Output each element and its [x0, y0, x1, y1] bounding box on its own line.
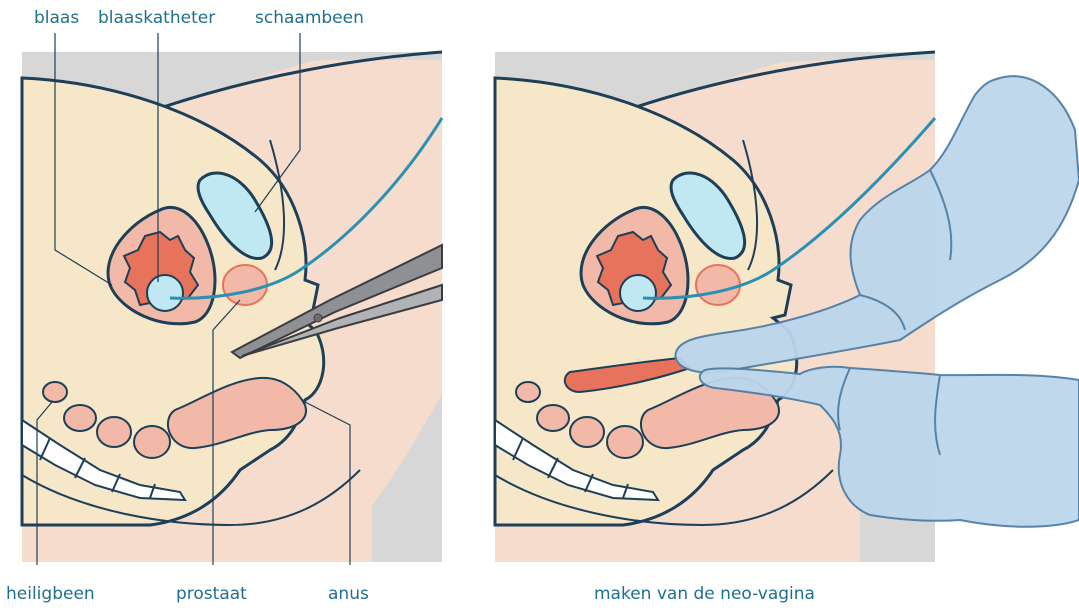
right-vertebra-4 — [607, 426, 643, 458]
right-vertebra-3 — [570, 417, 604, 447]
label-schaambeen: schaambeen — [255, 8, 364, 28]
label-prostaat: prostaat — [176, 584, 247, 604]
left-vertebra-2 — [64, 405, 96, 431]
caption-neo-vagina: maken van de neo-vagina — [594, 584, 815, 604]
label-heiligbeen: heiligbeen — [6, 584, 95, 604]
label-blaaskatheter: blaaskatheter — [98, 8, 215, 28]
left-panel — [22, 33, 442, 565]
left-catheter-balloon — [147, 275, 183, 311]
label-anus: anus — [328, 584, 369, 604]
right-vertebra-2 — [537, 405, 569, 431]
left-vertebra-1 — [43, 382, 67, 402]
right-vertebra-1 — [516, 382, 540, 402]
label-blaas: blaas — [34, 8, 79, 28]
right-catheter-balloon — [620, 275, 656, 311]
right-panel — [495, 52, 1079, 562]
left-prostate — [223, 265, 267, 305]
right-prostate — [696, 265, 740, 305]
left-vertebra-4 — [134, 426, 170, 458]
left-vertebra-3 — [97, 417, 131, 447]
